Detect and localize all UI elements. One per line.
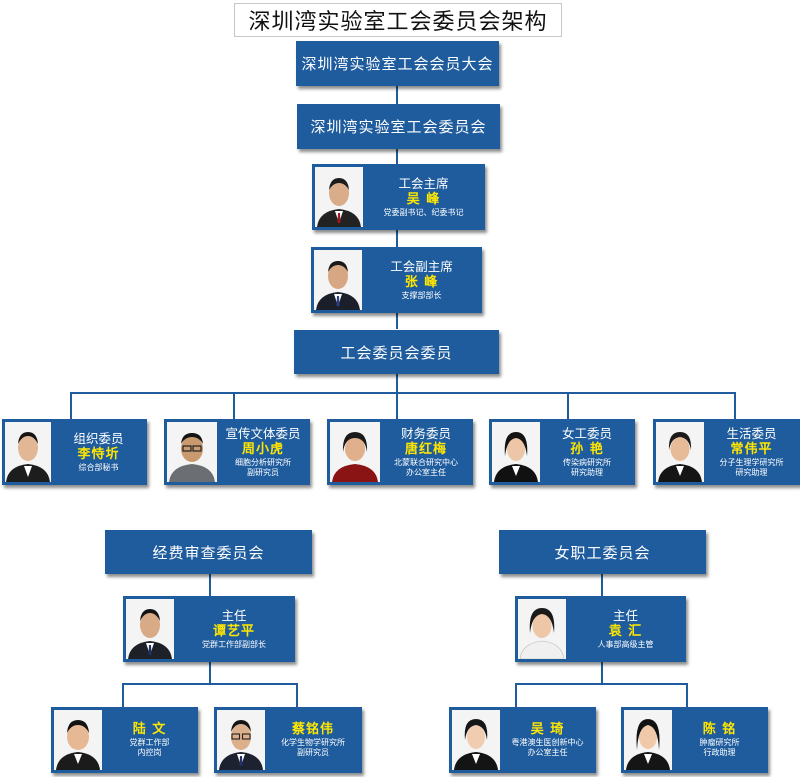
members-box: 工会委员会委员	[294, 330, 499, 374]
audit-member-card: 陆 文 党群工作部 内控岗	[51, 707, 198, 773]
audit-member-card: 蔡铭伟 化学生物学研究所 副研究员	[214, 707, 362, 773]
audit-head-desc: 党群工作部副部长	[202, 639, 266, 649]
audit-head-role: 主任	[221, 608, 247, 624]
portrait-audit-member	[217, 710, 265, 770]
member-name: 唐红梅	[404, 441, 447, 457]
chairman-card: 工会主席 吴 峰 党委副书记、纪委书记	[312, 164, 485, 230]
portrait-member	[5, 422, 51, 482]
women-head-role: 主任	[612, 608, 638, 624]
member-name: 李恃圻	[77, 446, 120, 462]
vice-chairman-card: 工会副主席 张 峰 支撑部部长	[311, 247, 482, 313]
connector	[515, 683, 517, 707]
member-card: 女工委员 孙 艳 传染病研究所 研究助理	[489, 419, 635, 485]
member-card: 宣传文体委员 周小虎 细胞分析研究所 副研究员	[164, 419, 310, 485]
member-desc: 办公室主任	[406, 467, 446, 477]
connector-horizontal	[122, 683, 298, 685]
member-desc: 细胞分析研究所	[235, 457, 291, 467]
member-desc: 北蒙联合研究中心	[394, 457, 458, 467]
committee-box: 深圳湾实验室工会委员会	[297, 104, 500, 149]
connector	[601, 574, 603, 596]
women-member-desc: 办公室主任	[527, 748, 568, 758]
connector	[396, 313, 398, 329]
portrait-member	[330, 422, 380, 482]
connector	[122, 683, 124, 707]
women-member-card: 陈 铭 肿瘤研究所 行政助理	[621, 707, 768, 773]
portrait-women-head	[518, 599, 566, 659]
member-desc: 研究助理	[735, 467, 768, 477]
audit-head-name: 谭艺平	[212, 623, 255, 639]
vice-chairman-role: 工会副主席	[390, 259, 453, 275]
portrait-women-member	[624, 710, 672, 770]
connector	[396, 230, 398, 247]
audit-member-desc: 党群工作部	[129, 738, 170, 748]
women-committee-box: 女职工委员会	[499, 530, 706, 574]
connector	[396, 149, 398, 164]
member-role: 宣传文体委员	[225, 426, 301, 442]
member-role: 财务委员	[400, 426, 451, 442]
portrait-vice-chairman	[314, 250, 362, 310]
women-head-name: 袁 汇	[608, 623, 643, 639]
women-member-desc: 肿瘤研究所	[699, 738, 740, 748]
audit-member-desc: 副研究员	[297, 748, 329, 758]
women-member-desc: 粤港澳生医创新中心	[511, 738, 584, 748]
member-desc: 副研究员	[247, 467, 279, 477]
women-member-name: 陈 铭	[702, 721, 737, 737]
member-name: 孙 艳	[570, 441, 604, 457]
women-head-card: 主任 袁 汇 人事部高级主管	[515, 596, 686, 662]
audit-member-name: 陆 文	[132, 721, 167, 737]
portrait-member	[656, 422, 704, 482]
connector	[567, 392, 569, 419]
member-role: 生活委员	[726, 426, 777, 442]
connector	[396, 373, 398, 393]
chairman-desc: 党委副书记、纪委书记	[383, 207, 464, 217]
member-role: 组织委员	[73, 431, 124, 447]
connector	[209, 662, 211, 684]
connector	[734, 392, 736, 419]
audit-head-card: 主任 谭艺平 党群工作部副部长	[123, 596, 295, 662]
member-card: 生活委员 常伟平 分子生理学研究所 研究助理	[653, 419, 800, 485]
connector	[70, 392, 72, 419]
assembly-box: 深圳湾实验室工会会员大会	[296, 41, 499, 86]
portrait-member	[492, 422, 540, 482]
connector	[601, 662, 603, 684]
connector	[209, 574, 211, 596]
member-desc: 分子生理学研究所	[719, 457, 784, 467]
portrait-audit-head	[126, 599, 174, 659]
connector	[686, 683, 688, 707]
women-member-card: 吴 琦 粤港澳生医创新中心 办公室主任	[449, 707, 596, 773]
connector-horizontal	[515, 683, 688, 685]
connector-horizontal	[70, 392, 736, 394]
portrait-women-member	[452, 710, 500, 770]
member-card: 财务委员 唐红梅 北蒙联合研究中心 办公室主任	[327, 419, 473, 485]
member-desc: 传染病研究所	[563, 457, 611, 467]
women-member-desc: 行政助理	[703, 748, 736, 758]
member-desc: 研究助理	[571, 467, 603, 477]
women-member-name: 吴 琦	[530, 721, 565, 737]
portrait-chairman	[315, 167, 363, 227]
chairman-name: 吴 峰	[406, 191, 441, 207]
audit-member-desc: 内控岗	[137, 748, 162, 758]
audit-committee-box: 经费审查委员会	[105, 530, 312, 574]
portrait-member	[167, 422, 217, 482]
chairman-role: 工会主席	[398, 176, 449, 192]
member-role: 女工委员	[561, 426, 612, 442]
member-name: 常伟平	[730, 441, 773, 457]
audit-member-desc: 化学生物学研究所	[281, 738, 345, 748]
vice-chairman-name: 张 峰	[404, 274, 439, 290]
page-title: 深圳湾实验室工会委员会架构	[234, 3, 562, 37]
audit-member-name: 蔡铭伟	[291, 721, 334, 737]
member-name: 周小虎	[241, 441, 284, 457]
connector	[396, 86, 398, 104]
connector	[396, 392, 398, 419]
connector	[296, 683, 298, 707]
portrait-audit-member	[54, 710, 102, 770]
women-head-desc: 人事部高级主管	[597, 639, 654, 649]
connector	[233, 392, 235, 419]
member-card: 组织委员 李恃圻 综合部秘书	[2, 419, 147, 485]
vice-chairman-desc: 支撑部部长	[401, 290, 442, 300]
member-desc: 综合部秘书	[78, 462, 119, 472]
